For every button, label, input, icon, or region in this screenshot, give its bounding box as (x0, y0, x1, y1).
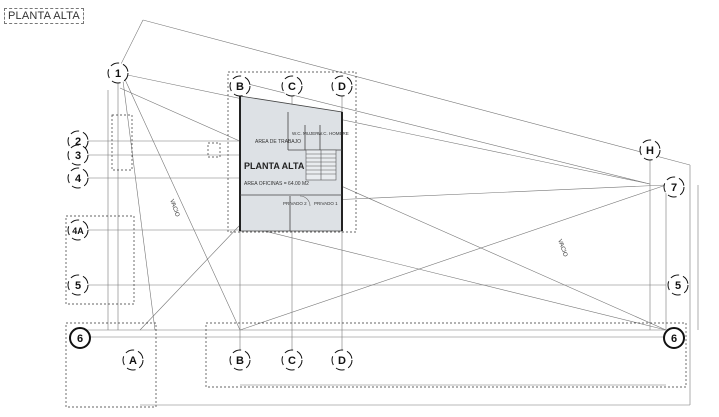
axis-label: 6 (77, 333, 83, 345)
axis-bubble-right-7: 7 (663, 176, 685, 198)
axis-bubble-left-5: 5 (67, 274, 89, 296)
axis-bubble-left-6: 6 (69, 327, 91, 349)
axis-bubble-left-3: 3 (67, 144, 89, 166)
axis-label: 3 (75, 150, 81, 162)
axis-label: 4A (72, 226, 84, 236)
axis-bubble-right-6: 6 (663, 327, 685, 349)
void-label-left: VACIO (168, 199, 180, 218)
room-area-trabajo: AREA DE TRABAJO (255, 139, 301, 145)
axis-label: D (338, 81, 346, 93)
axis-bubble-right-h: H (639, 139, 661, 161)
axis-label: 1 (115, 68, 121, 80)
axis-label: 6 (671, 333, 677, 345)
office-area (239, 95, 343, 232)
axis-label: 5 (675, 280, 681, 292)
axis-bubble-top-c: C (281, 75, 303, 97)
axis-bubble-top-b: B (229, 75, 251, 97)
axis-bubble-top-d: D (331, 75, 353, 97)
axis-bubbles: B C D A B C D 1 2 3 4 4A 5 6 H 7 5 6 (67, 62, 689, 371)
axis-label: B (236, 355, 244, 367)
axis-label: C (288, 355, 296, 367)
axis-bubble-bottom-a: A (122, 349, 144, 371)
void-label-right: VACIO (556, 239, 568, 258)
room-area-label: AREA OFICINAS = 64.00 M2 (244, 181, 309, 187)
room-wc-hombre: W.C. HOMBRE (318, 131, 349, 136)
room-wc-mujer: W.C. MUJER (292, 131, 319, 136)
axis-label: 5 (75, 280, 81, 292)
axis-label: B (236, 81, 244, 93)
axis-bubble-bottom-b: B (229, 349, 251, 371)
dashed-blocks (65, 71, 687, 408)
axis-bubble-left-4a: 4A (67, 219, 89, 241)
axis-bubble-bottom-c: C (281, 349, 303, 371)
axis-label: D (338, 355, 346, 367)
axis-bubble-left-4: 4 (67, 167, 89, 189)
axis-label: 2 (75, 136, 81, 148)
construction-lines (80, 19, 699, 406)
room-privado-2: PRIVADO 2 (283, 201, 307, 206)
drawing-title: PLANTA ALTA (4, 8, 84, 24)
axis-label: 7 (671, 182, 677, 194)
axis-bubble-bottom-d: D (331, 349, 353, 371)
axis-label: 4 (75, 173, 82, 185)
room-planta-alta: PLANTA ALTA (244, 161, 305, 171)
room-privado-1: PRIVADO 1 (314, 201, 338, 206)
axis-label: C (288, 81, 296, 93)
axis-bubble-left-1: 1 (107, 62, 129, 84)
axis-label: H (646, 145, 654, 157)
axis-label: A (129, 355, 137, 367)
stair-icon (305, 149, 337, 181)
axis-bubble-right-5: 5 (667, 274, 689, 296)
